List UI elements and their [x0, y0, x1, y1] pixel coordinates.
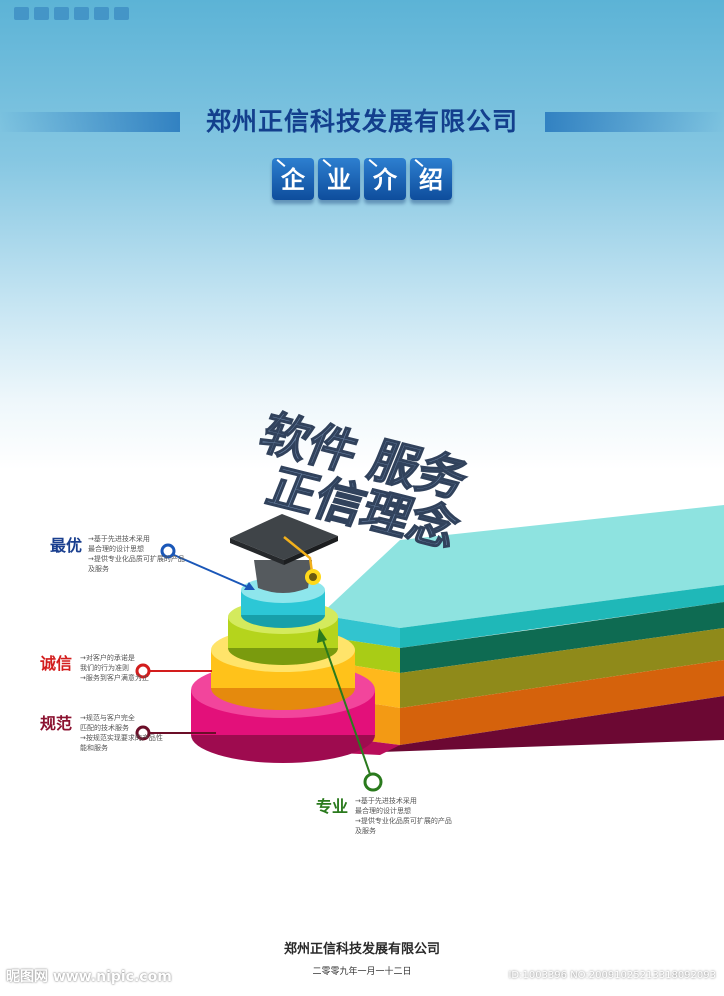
guifan-title: 规范: [40, 714, 73, 733]
square-1: [14, 7, 29, 20]
slab-layer-orange: [400, 660, 724, 745]
watermark-site: 昵图网 www.nipic.com: [6, 969, 172, 985]
square-6: [114, 7, 129, 20]
guifan-line-3: →按规范实现要求的产品性: [80, 734, 163, 742]
zhuanye-line-4: 及服务: [355, 827, 376, 835]
intro-char-1: 企: [272, 158, 314, 200]
intro-char-3: 介: [364, 158, 406, 200]
square-2: [34, 7, 49, 20]
company-title-bar: 郑州正信科技发展有限公司: [0, 108, 724, 136]
slab-layer-dark-green: [400, 602, 724, 673]
zuiyou-line-4: 及服务: [88, 565, 109, 573]
zuiyou-description: →基于先进技术采用 最合理的设计思想 →提供专业化品质可扩展的产品 及服务: [88, 534, 198, 574]
slab-layer-maroon: [380, 696, 724, 752]
slab-front-cyan: [320, 615, 400, 648]
zhuanye-line-1: →基于先进技术采用: [355, 797, 417, 805]
connector-zhuanye: [317, 628, 383, 792]
guifan-line-2: 匹配的技术服务: [80, 724, 129, 732]
zhuanye-description: →基于先进技术采用 最合理的设计思想 →提供专业化品质可扩展的产品 及服务: [355, 796, 465, 836]
zhuanye-line-2: 最合理的设计思想: [355, 807, 411, 815]
slab-top: [320, 505, 724, 628]
company-title: 郑州正信科技发展有限公司: [205, 107, 518, 136]
intro-char-4: 绍: [410, 158, 452, 200]
guifan-line-1: →规范与客户完全: [80, 714, 135, 722]
chengxin-title: 诚信: [40, 654, 73, 673]
zhuanye-title: 专业: [316, 797, 349, 816]
slab-layer-olive: [400, 628, 724, 708]
guifan-line-4: 能和服务: [80, 744, 108, 752]
connector-zuiyou: [160, 543, 255, 590]
zuiyou-line-3: →提供专业化品质可扩展的产品: [88, 555, 185, 563]
zhuanye-line-3: →提供专业化品质可扩展的产品: [355, 817, 452, 825]
connector-chengxin: [135, 663, 212, 679]
chengxin-line-2: 我们的行为准则: [80, 664, 129, 672]
footer-company: 郑州正信科技发展有限公司: [283, 942, 440, 957]
slab-side-cyan: [400, 585, 724, 648]
chengxin-description: →对客户的承诺是 我们的行为准则 →服务到客户满意为止: [80, 653, 190, 683]
intro-char-2: 业: [318, 158, 360, 200]
intro-heading: 企 业 介 绍: [0, 158, 724, 200]
zuiyou-line-1: →基于先进技术采用: [88, 535, 150, 543]
chengxin-line-1: →对客户的承诺是: [80, 654, 135, 662]
square-5: [94, 7, 109, 20]
watermark-id: ID:1003396 NO:20091025213318092093: [508, 970, 716, 981]
zuiyou-line-2: 最合理的设计思想: [88, 545, 144, 553]
connector-guifan: [135, 725, 216, 741]
footer-date: 二零零九年一月一十二日: [312, 967, 412, 977]
square-4: [74, 7, 89, 20]
zuiyou-title: 最优: [50, 536, 83, 555]
decorative-squares: [14, 7, 129, 20]
graduation-cap-icon: [230, 514, 338, 593]
square-3: [54, 7, 69, 20]
title-bar-right: [545, 112, 724, 132]
chengxin-line-3: →服务到客户满意为止: [80, 674, 149, 682]
guifan-description: →规范与客户完全 匹配的技术服务 →按规范实现要求的产品性 能和服务: [80, 713, 190, 753]
title-bar-left: [0, 112, 180, 132]
